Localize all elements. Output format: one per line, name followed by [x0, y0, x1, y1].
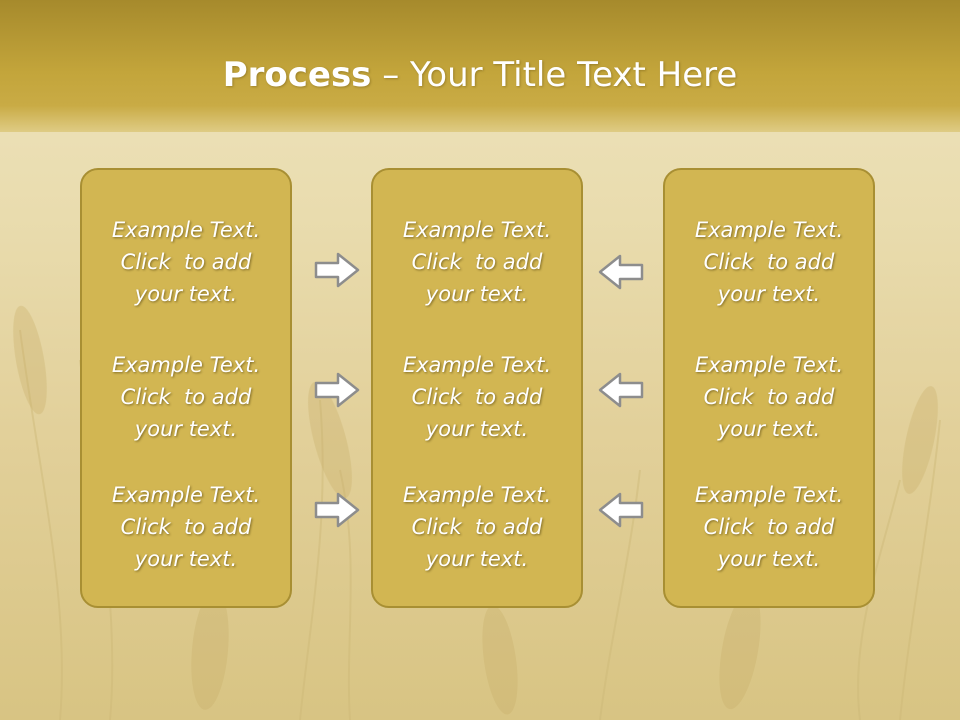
text-line: Example Text. [111, 218, 261, 242]
arrow-right-icon [314, 372, 360, 408]
text-line: your text. [134, 417, 238, 441]
text-line: your text. [717, 282, 821, 306]
text-line: Example Text. [111, 483, 261, 507]
text-line: Click to add [120, 385, 252, 409]
text-line: your text. [134, 547, 238, 571]
text-block[interactable]: Example Text. Click to add your text. [665, 479, 873, 575]
text-line: your text. [425, 547, 529, 571]
text-line: Example Text. [402, 353, 552, 377]
text-line: Example Text. [694, 218, 844, 242]
text-line: Example Text. [402, 218, 552, 242]
arrow-left-icon [598, 254, 644, 290]
text-line: your text. [717, 547, 821, 571]
text-line: Click to add [411, 515, 543, 539]
text-line: Click to add [120, 250, 252, 274]
text-line: Click to add [411, 250, 543, 274]
title-band [0, 0, 960, 132]
text-line: Example Text. [694, 353, 844, 377]
panel-middle[interactable]: Example Text. Click to add your text. Ex… [371, 168, 583, 608]
text-block[interactable]: Example Text. Click to add your text. [82, 349, 290, 445]
title-bold: Process [222, 55, 372, 95]
text-block[interactable]: Example Text. Click to add your text. [82, 479, 290, 575]
text-line: Click to add [703, 385, 835, 409]
text-line: Example Text. [402, 483, 552, 507]
text-block[interactable]: Example Text. Click to add your text. [373, 214, 581, 310]
text-line: your text. [134, 282, 238, 306]
text-block[interactable]: Example Text. Click to add your text. [665, 214, 873, 310]
arrow-right-icon [314, 492, 360, 528]
text-line: your text. [425, 282, 529, 306]
text-block[interactable]: Example Text. Click to add your text. [665, 349, 873, 445]
arrow-right-icon [314, 252, 360, 288]
text-line: Example Text. [111, 353, 261, 377]
text-line: Click to add [703, 515, 835, 539]
text-line: Click to add [703, 250, 835, 274]
arrow-left-icon [598, 492, 644, 528]
slide-title: Process – Your Title Text Here [0, 52, 960, 98]
title-rest: – Your Title Text Here [371, 55, 738, 95]
text-block[interactable]: Example Text. Click to add your text. [373, 479, 581, 575]
text-line: Example Text. [694, 483, 844, 507]
text-line: your text. [717, 417, 821, 441]
text-block[interactable]: Example Text. Click to add your text. [373, 349, 581, 445]
text-line: your text. [425, 417, 529, 441]
text-block[interactable]: Example Text. Click to add your text. [82, 214, 290, 310]
arrow-left-icon [598, 372, 644, 408]
text-line: Click to add [411, 385, 543, 409]
panel-right[interactable]: Example Text. Click to add your text. Ex… [663, 168, 875, 608]
text-line: Click to add [120, 515, 252, 539]
panel-left[interactable]: Example Text. Click to add your text. Ex… [80, 168, 292, 608]
